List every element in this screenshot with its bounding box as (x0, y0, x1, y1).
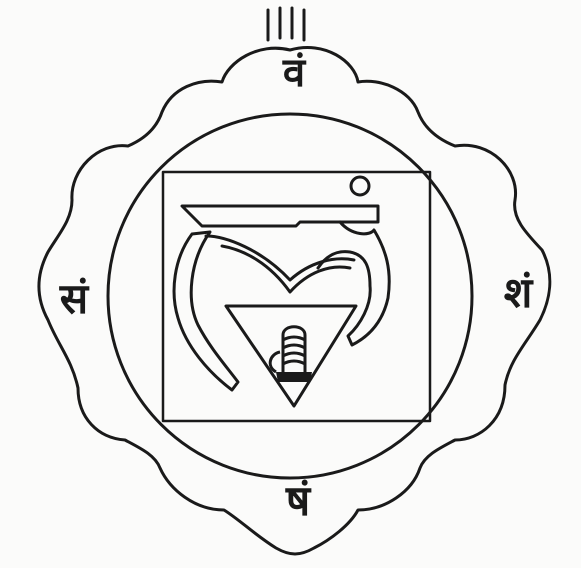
petal-syllable-top: वं (282, 49, 307, 96)
petal-syllable-right: शं (504, 268, 534, 317)
petal-syllable-bottom: षं (285, 476, 312, 525)
petal-syllable-left: सं (59, 274, 90, 323)
